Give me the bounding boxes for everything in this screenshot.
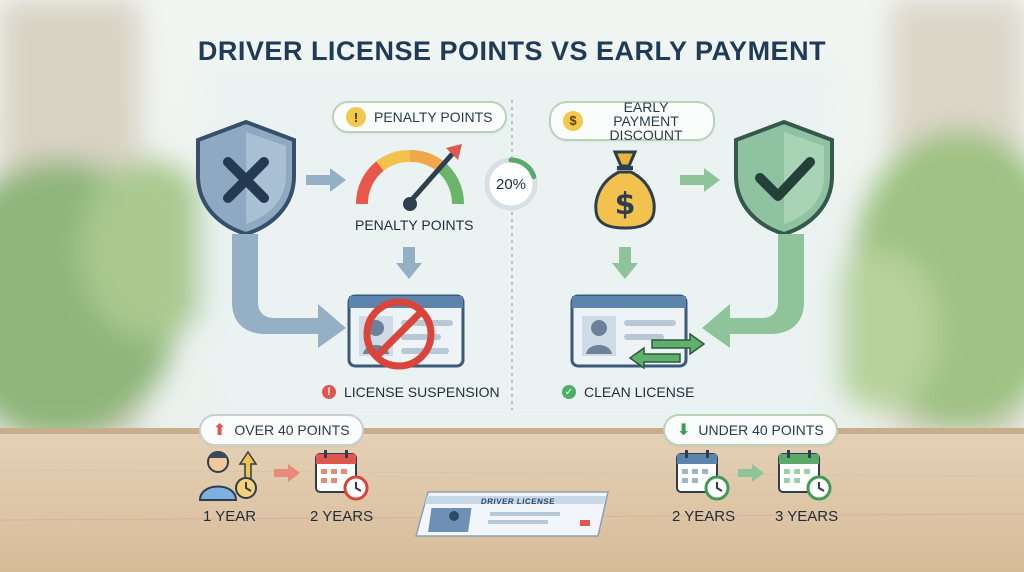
gauge-label: PENALTY POINTS	[355, 217, 474, 233]
from-period-right: 2 YEARS	[672, 508, 736, 525]
warning-icon: !	[346, 107, 366, 127]
to-period-left: 2 YEARS	[310, 508, 374, 525]
arrow-right-icon	[274, 464, 300, 482]
under-40-points-label: UNDER 40 POINTS	[698, 422, 824, 438]
over-40-points-badge: ⬆ OVER 40 POINTS	[199, 414, 364, 446]
arrow-down-right-icon	[232, 234, 346, 348]
arrow-right-icon	[680, 168, 720, 192]
percent-ring	[484, 157, 538, 211]
swap-arrows-icon	[628, 332, 706, 370]
driver-license-card	[415, 491, 609, 537]
svg-text:$: $	[615, 187, 636, 222]
driver-license-card-title: DRIVER LICENSE	[480, 497, 556, 506]
to-period-right: 3 YEARS	[775, 508, 839, 525]
clean-license-label: ✓ CLEAN LICENSE	[562, 384, 694, 400]
over-40-points-label: OVER 40 POINTS	[234, 422, 350, 438]
early-payment-badge: $ EARLY PAYMENT DISCOUNT	[549, 99, 715, 143]
arrow-down-left-icon	[702, 234, 804, 348]
penalty-points-badge: ! PENALTY POINTS	[332, 101, 507, 133]
person-clock-icon	[198, 450, 258, 501]
from-period-left: 1 YEAR	[203, 508, 257, 525]
gauge-percent: 20%	[495, 175, 527, 193]
page-title: DRIVER LICENSE POINTS VS EARLY PAYMENT	[197, 36, 827, 66]
dollar-icon: $	[563, 111, 583, 131]
arrow-right-icon	[738, 464, 764, 482]
clean-license-icon	[570, 294, 706, 370]
early-payment-badge-label: EARLY PAYMENT DISCOUNT	[609, 99, 683, 143]
up-arrow-icon: ⬆	[213, 422, 227, 439]
money-bag-icon: $	[594, 150, 656, 230]
license-suspension-text: LICENSE SUSPENSION	[344, 384, 500, 400]
penalty-badge-label: PENALTY POINTS	[374, 109, 493, 125]
arrow-right-icon	[306, 168, 346, 192]
calendar-clock-icon	[315, 450, 369, 501]
down-arrow-icon: ⬇	[677, 422, 691, 439]
calendar-clock-icon	[676, 450, 730, 501]
license-suspension-label: ! LICENSE SUSPENSION	[322, 384, 500, 400]
gauge-icon	[355, 144, 465, 211]
check-icon: ✓	[562, 385, 576, 399]
arrow-down-icon	[396, 247, 422, 279]
x-shield-icon	[196, 119, 296, 237]
suspended-license-icon	[347, 294, 465, 370]
clean-license-text: CLEAN LICENSE	[584, 384, 695, 400]
warning-icon: !	[322, 385, 336, 399]
arrow-down-icon	[612, 247, 638, 279]
under-40-points-badge: ⬇ UNDER 40 POINTS	[663, 414, 838, 446]
check-shield-icon	[734, 119, 834, 237]
calendar-clock-icon	[778, 450, 832, 501]
